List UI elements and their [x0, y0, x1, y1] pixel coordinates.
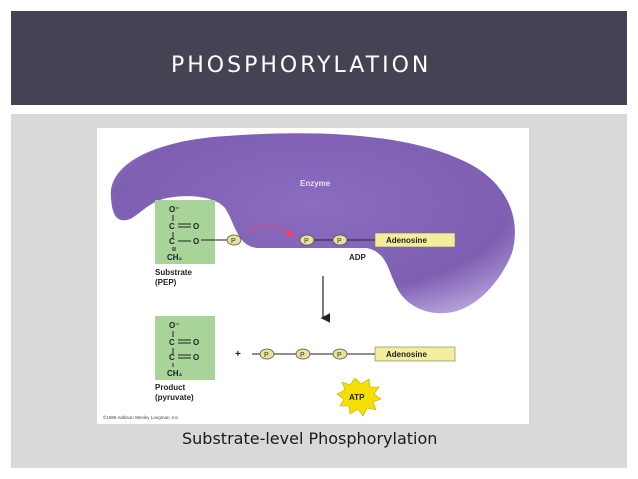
svg-text:P: P [337, 352, 342, 359]
svg-text:O⁻: O⁻ [169, 321, 179, 330]
svg-text:O: O [193, 222, 199, 231]
substrate-sublabel: (PEP) [155, 278, 177, 287]
svg-text:C: C [169, 237, 175, 246]
atp-label: ATP [349, 393, 365, 402]
plus-sign: + [235, 349, 241, 360]
atp-adenosine [374, 346, 456, 362]
svg-text:P: P [231, 238, 236, 245]
slide-header: PHOSPHORYLATION [11, 11, 627, 105]
svg-text:P: P [300, 352, 305, 359]
enzyme-label: Enzyme [300, 179, 331, 188]
svg-text:C: C [169, 222, 175, 231]
svg-text:O: O [193, 237, 199, 246]
svg-text:CH₂: CH₂ [167, 253, 183, 262]
svg-text:O⁻: O⁻ [169, 205, 179, 214]
svg-text:Adenosine: Adenosine [386, 236, 427, 245]
slide-title: PHOSPHORYLATION [171, 53, 432, 78]
svg-text:P: P [304, 238, 309, 245]
svg-text:Adenosine: Adenosine [386, 350, 427, 359]
svg-text:O: O [193, 353, 199, 362]
svg-text:C: C [169, 338, 175, 347]
svg-text:P: P [264, 352, 269, 359]
substrate-box [155, 200, 215, 264]
diagram-caption: Substrate-level Phosphorylation [182, 429, 438, 448]
atp-starburst [336, 377, 382, 417]
svg-text:P: P [337, 238, 342, 245]
adp-label: ADP [349, 253, 367, 262]
adp-adenosine [374, 232, 456, 248]
product-sublabel: (pyruvate) [155, 393, 194, 402]
svg-text:O: O [193, 338, 199, 347]
enzyme-shape [110, 133, 515, 314]
phosphate-transfer-arrow [246, 225, 295, 238]
substrate-label: Substrate [155, 268, 192, 277]
product-box [155, 316, 215, 380]
product-label: Product [155, 383, 186, 392]
product-structure: O⁻ C O C O CH₃ [167, 321, 199, 378]
substrate-phosphate [226, 234, 242, 246]
diagram-svg: Enzyme O⁻ C O C O CH₂ P Substrate (PEP) [103, 133, 515, 420]
svg-text:CH₃: CH₃ [167, 369, 183, 378]
svg-text:C: C [169, 353, 175, 362]
copyright-text: ©1999 Addison Wesley Longman, Inc. [103, 414, 179, 420]
substrate-structure: O⁻ C O C O CH₂ [167, 205, 199, 262]
phosphorylation-diagram: Enzyme O⁻ C O C O CH₂ P Substrate (PEP) [97, 128, 529, 424]
